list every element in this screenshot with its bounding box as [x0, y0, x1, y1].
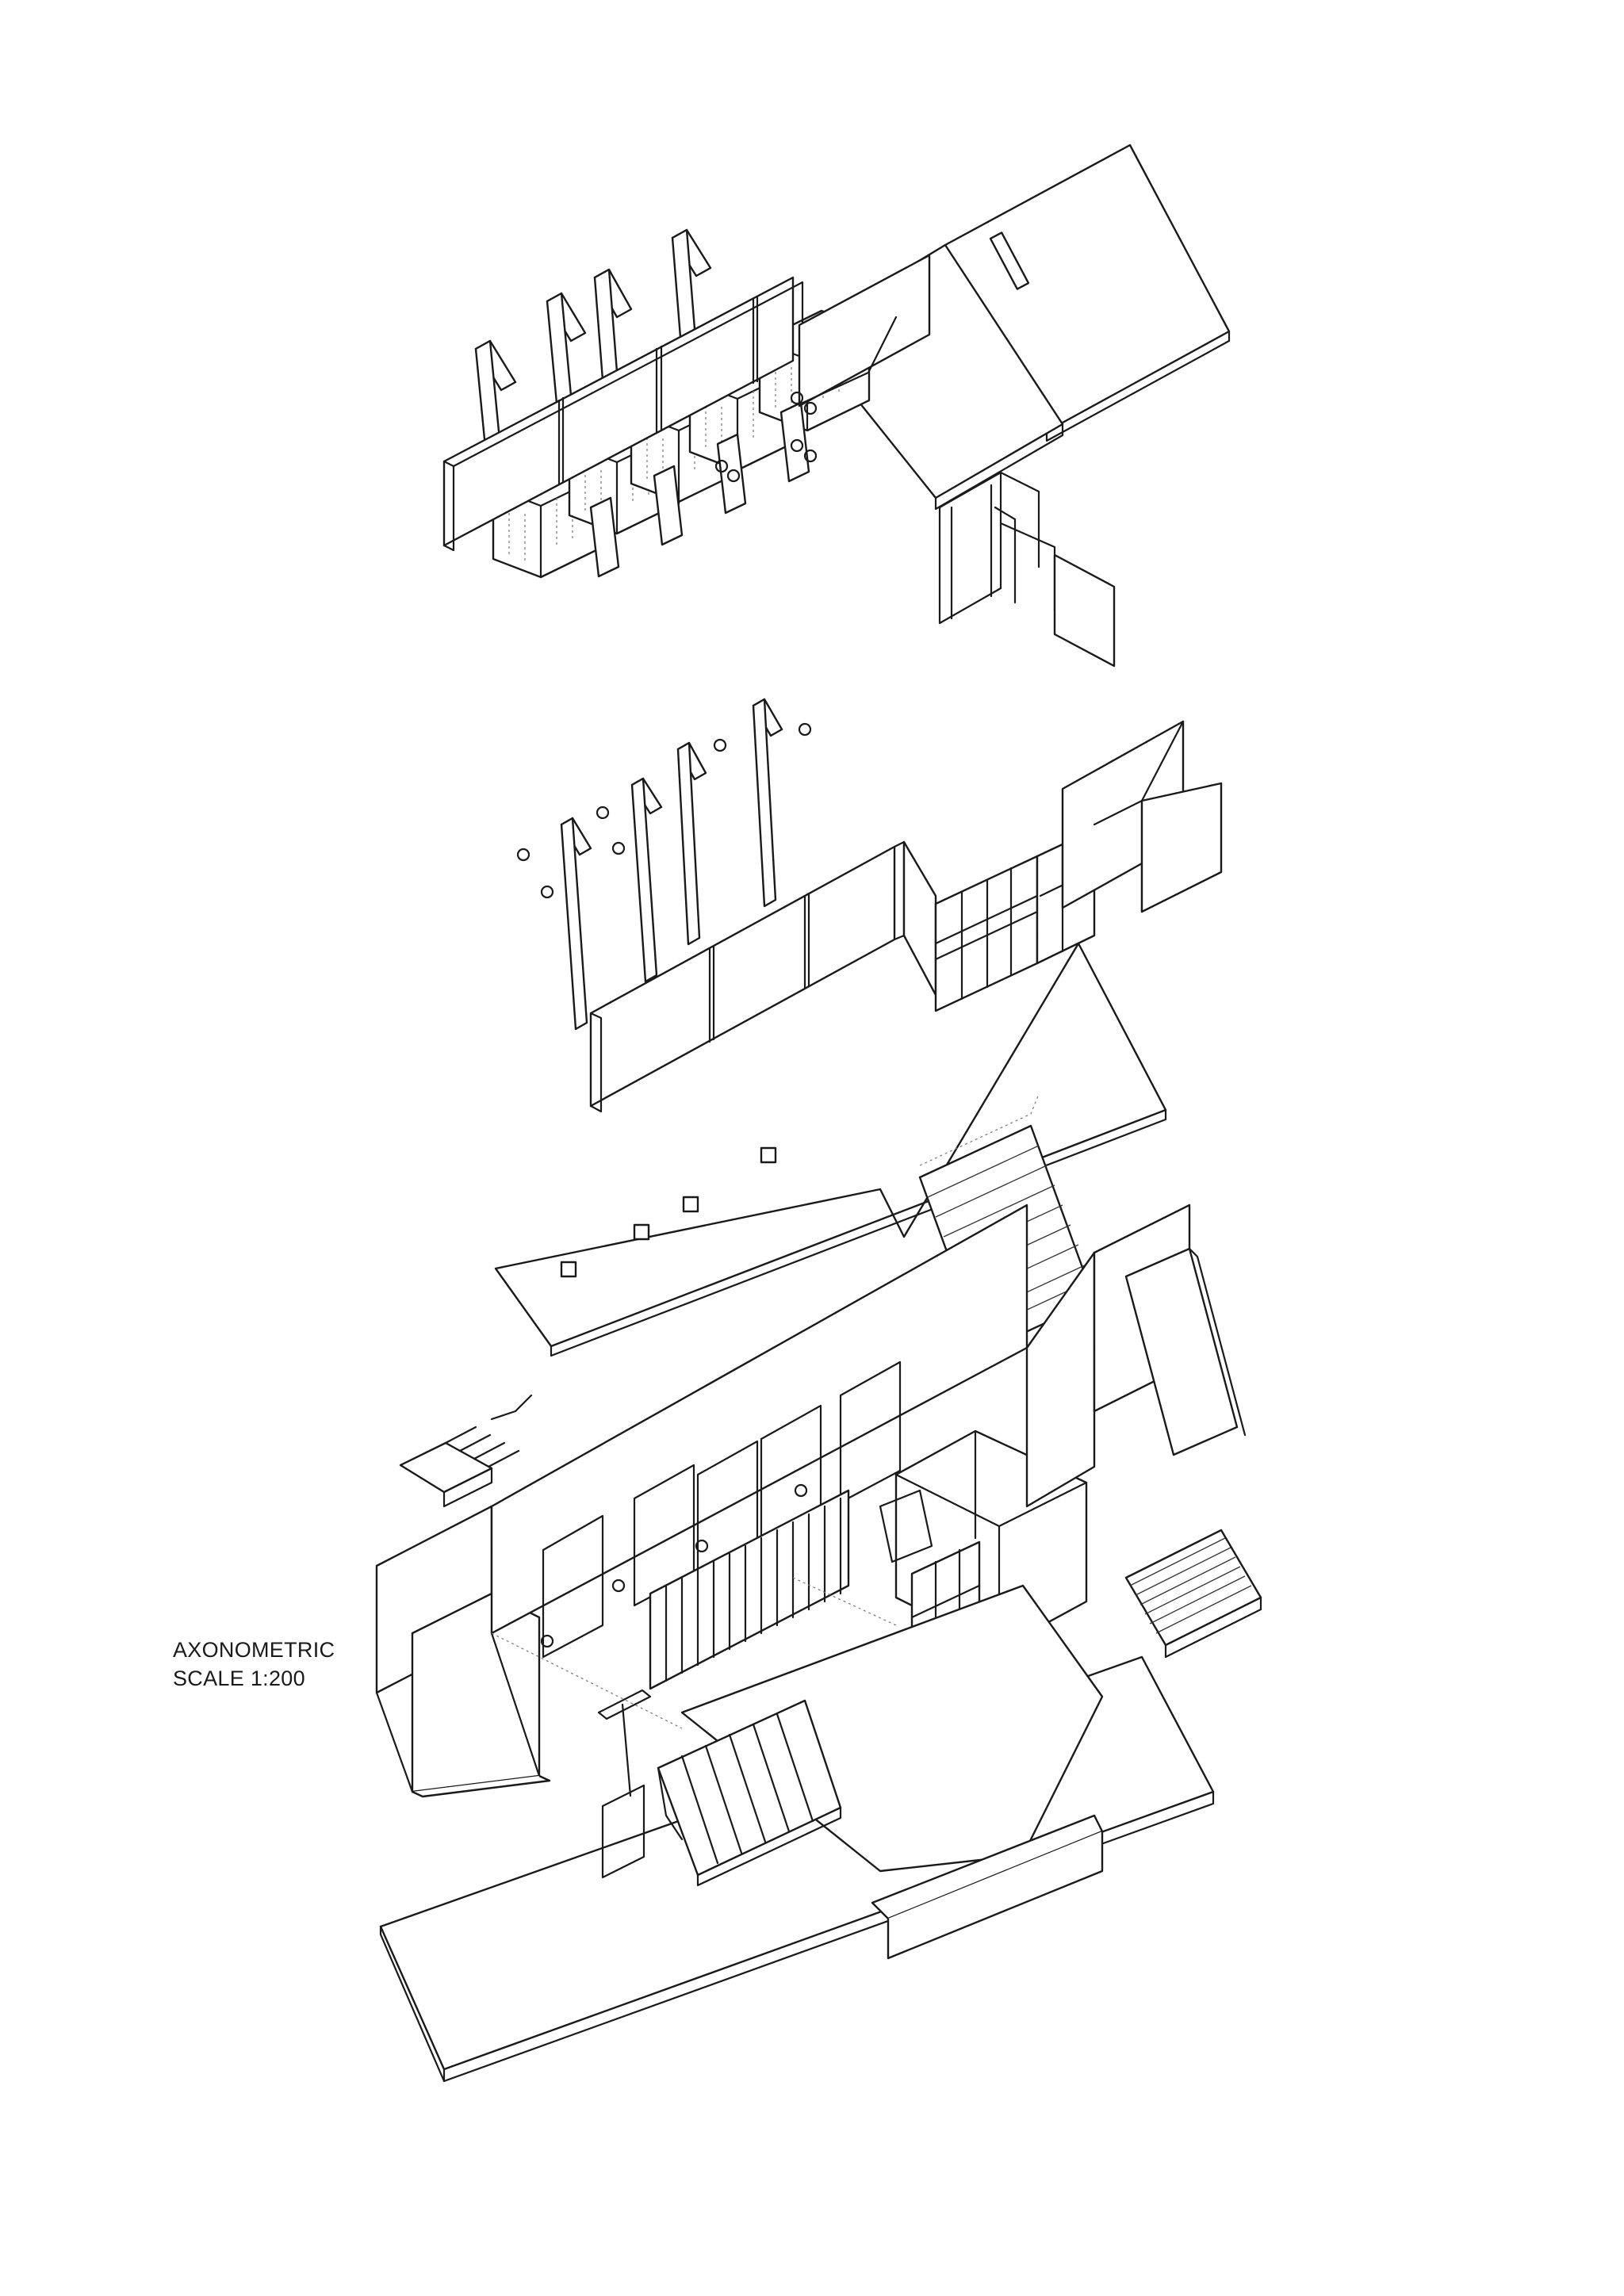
upper-wall: [444, 277, 793, 545]
ground-floor-level: [377, 1205, 1261, 1797]
drawing-scale: SCALE 1:200: [173, 1667, 305, 1690]
entrance-frame: [940, 473, 1114, 666]
middle-wall: [591, 847, 894, 1106]
lamps: [518, 724, 810, 897]
ground-right-wall: [1027, 1253, 1094, 1506]
drawing-caption: AXONOMETRIC SCALE 1:200: [173, 1636, 335, 1693]
ramp-corridor-wall: [1126, 1249, 1237, 1455]
drawing-title: AXONOMETRIC: [173, 1638, 335, 1662]
corner-stair: [400, 1395, 531, 1506]
roof-fins: [476, 230, 710, 464]
base-level: [381, 1578, 1213, 2081]
upper-wall-level: [444, 255, 929, 550]
roof-skylight: [990, 232, 1028, 289]
sliding-panels: [650, 1490, 848, 1689]
middle-wall-level: [518, 699, 1221, 1112]
upper-ramp-wall: [799, 255, 929, 406]
base-upper-slab: [682, 1586, 1102, 1871]
column-fins: [561, 699, 782, 1029]
side-stair: [1126, 1530, 1261, 1657]
